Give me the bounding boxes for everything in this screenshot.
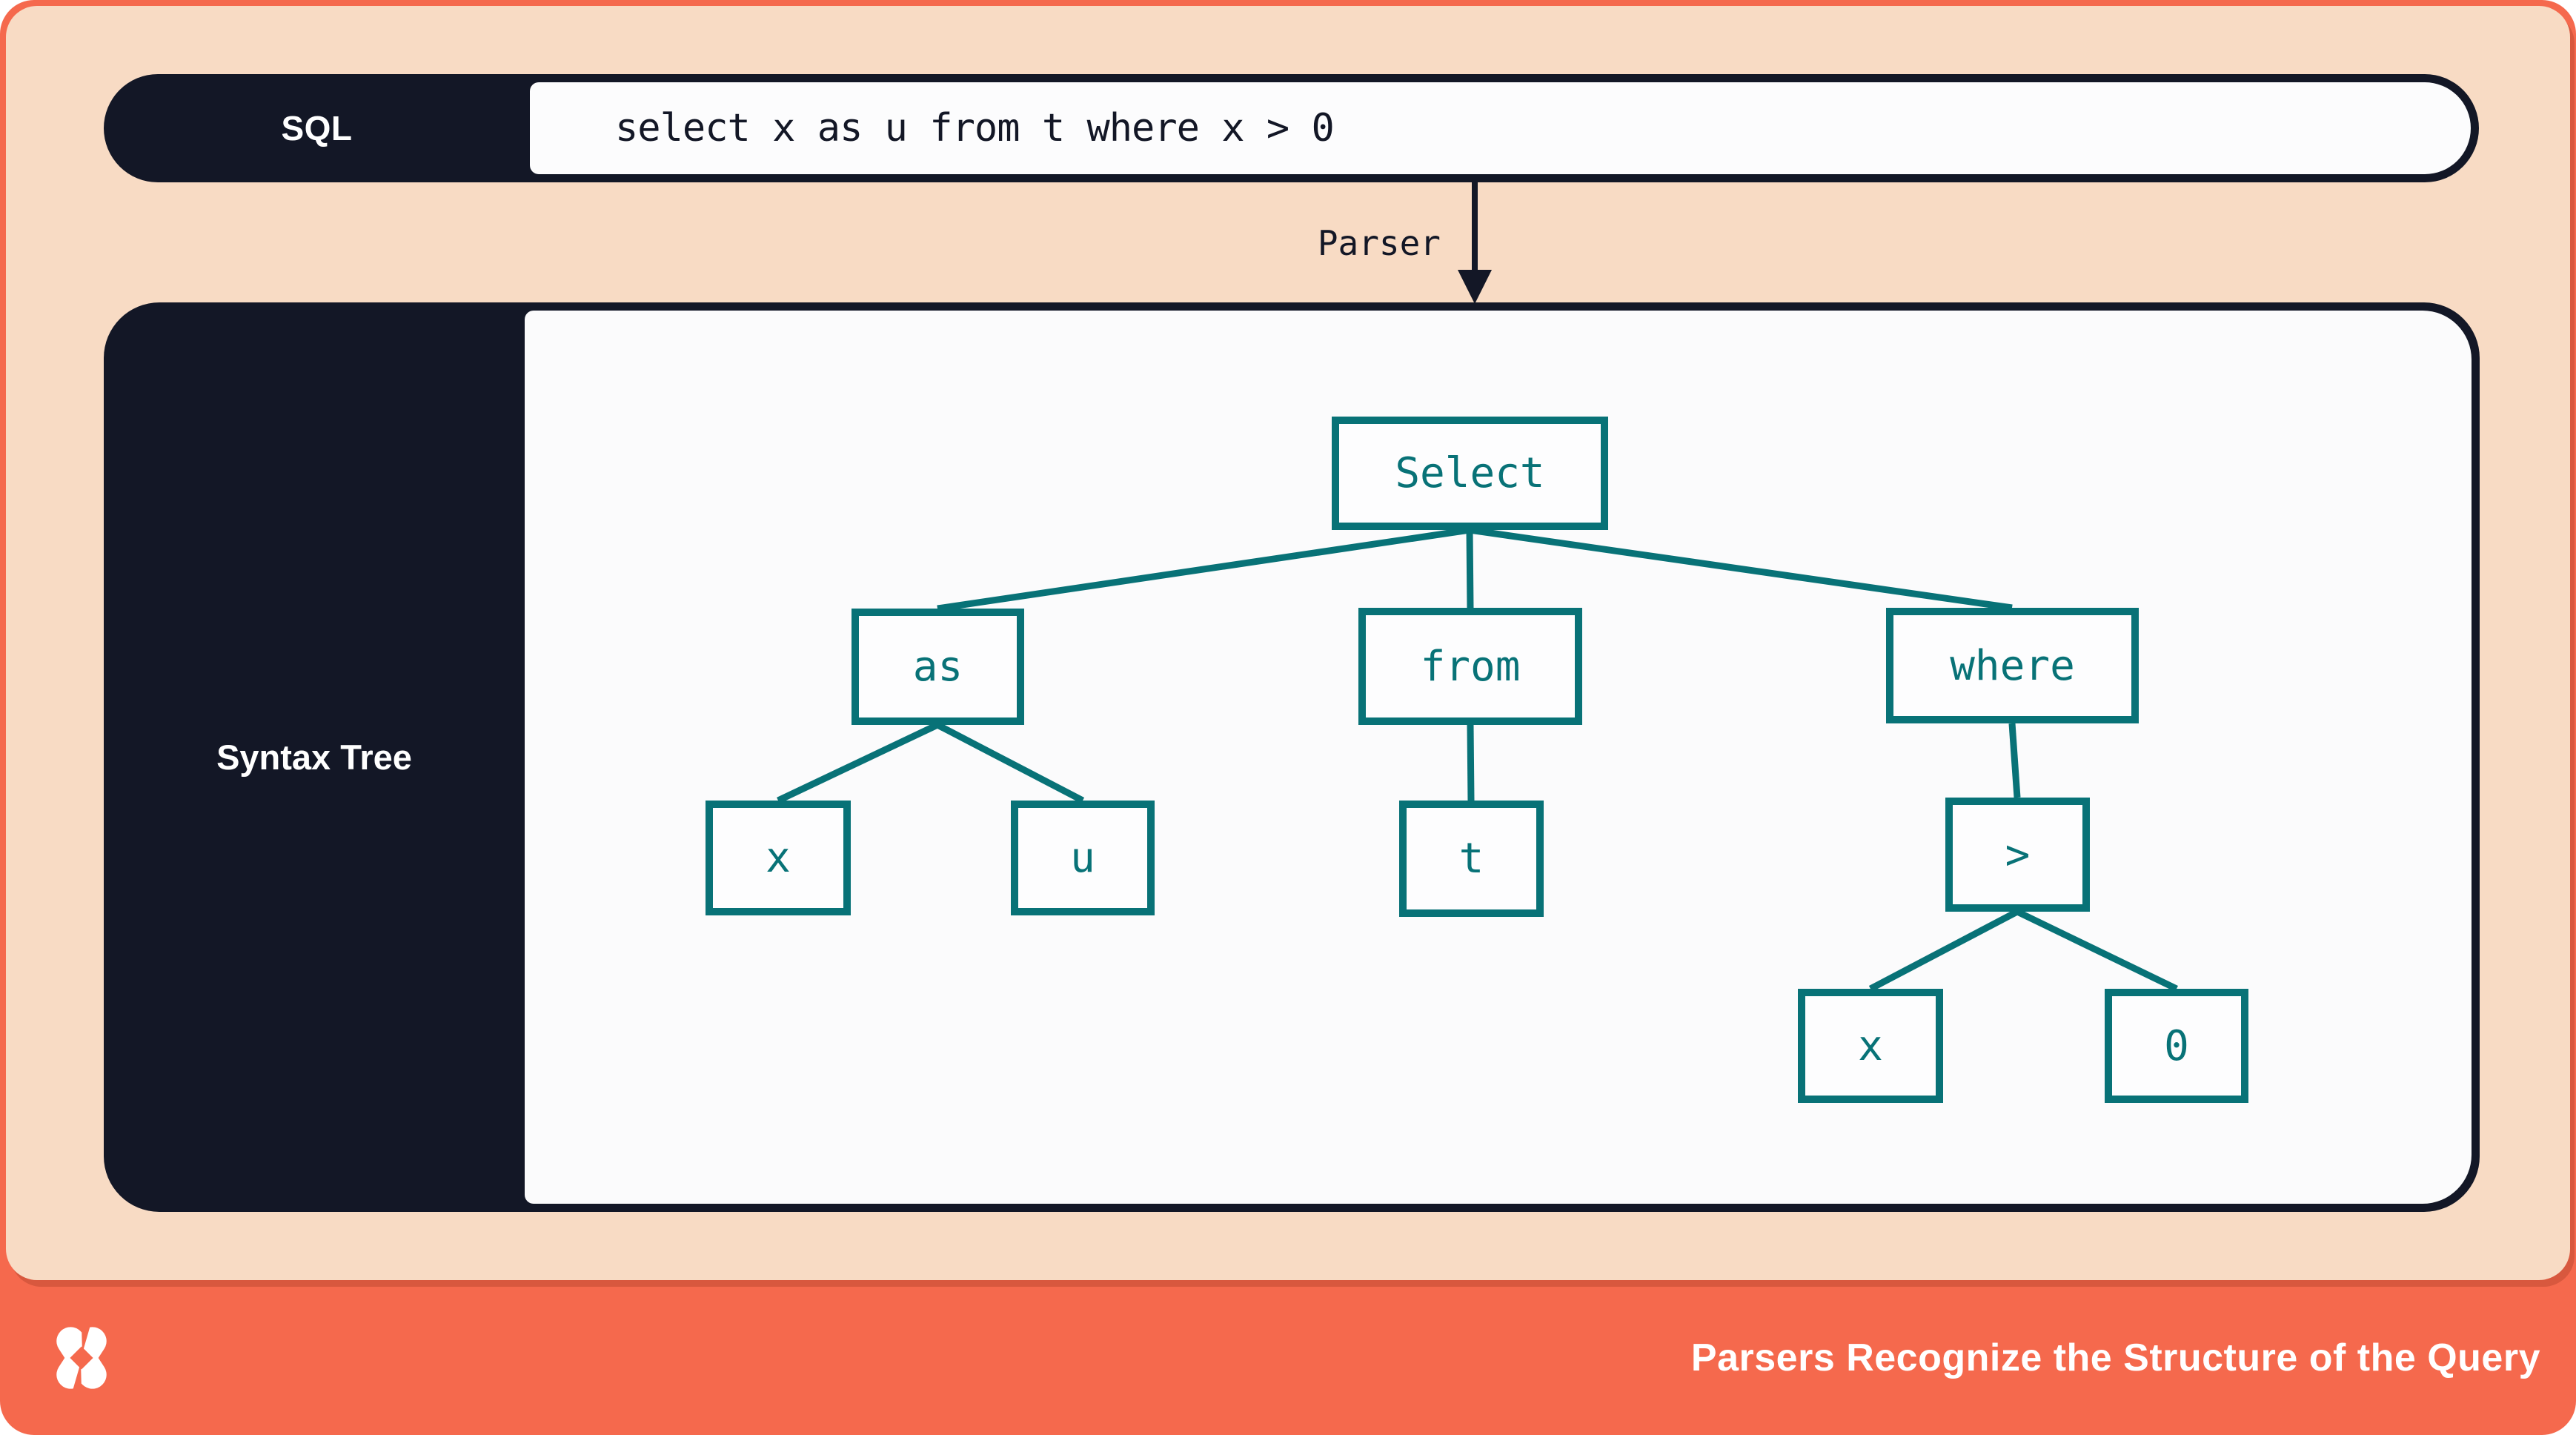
- edge-select-where: [1469, 526, 2013, 612]
- tree-node-zero: 0: [2105, 989, 2248, 1103]
- tree-node-x: x: [706, 801, 851, 915]
- edge-from-t: [1467, 724, 1475, 801]
- dolt-logo-icon: [56, 1325, 107, 1391]
- tree-node-u: u: [1011, 801, 1155, 915]
- sql-bar: select x as u from t where x > 0 SQL: [104, 74, 2479, 182]
- syntax-tree-title: Syntax Tree: [216, 738, 412, 777]
- footer-caption: Parsers Recognize the Structure of the Q…: [1690, 1336, 2540, 1379]
- edge-gt-x: [1868, 909, 2019, 992]
- tree-node-label: from: [1420, 642, 1521, 691]
- footer: Parsers Recognize the Structure of the Q…: [0, 1280, 2576, 1435]
- tree-node-from: from: [1358, 608, 1582, 725]
- parser-arrow-head: [1458, 270, 1492, 304]
- tree-node-label: 0: [2164, 1021, 2189, 1070]
- tree-node-label: x: [1858, 1021, 1883, 1070]
- tree-node-gt: >: [1945, 798, 2090, 912]
- tree-node-label: Select: [1395, 449, 1545, 497]
- edge-as-x: [777, 721, 939, 804]
- sql-query-field: select x as u from t where x > 0: [530, 82, 2471, 174]
- tree-node-label: u: [1070, 834, 1095, 882]
- slide-background: select x as u from t where x > 0 SQL Par…: [6, 6, 2570, 1280]
- tree-edges: [777, 526, 2178, 992]
- tree-node-t: t: [1399, 801, 1544, 917]
- edge-as-u: [935, 722, 1085, 803]
- tree-node-label: x: [766, 834, 791, 882]
- edge-select-as: [937, 526, 1470, 612]
- edge-gt-zero: [2016, 908, 2178, 992]
- tree-node-label: where: [1950, 641, 2075, 690]
- sql-query-text: select x as u from t where x > 0: [615, 106, 1335, 150]
- syntax-tree-panel: Select as from where x u t: [104, 302, 2480, 1212]
- tree-node-x2: x: [1798, 989, 1943, 1103]
- edge-where-gt: [2008, 723, 2021, 798]
- tree-node-label: t: [1458, 835, 1484, 883]
- tree-node-select: Select: [1332, 417, 1608, 530]
- tree-node-where: where: [1886, 608, 2139, 723]
- parser-label: Parser: [1317, 223, 1441, 263]
- tree-node-label: >: [2005, 830, 2031, 879]
- parser-arrow-line: [1472, 182, 1478, 273]
- syntax-tree-content: Select as from where x u t: [525, 311, 2472, 1204]
- tree-node-as: as: [852, 609, 1024, 725]
- sql-bar-label: SQL: [281, 109, 353, 148]
- tree-node-label: as: [912, 643, 963, 691]
